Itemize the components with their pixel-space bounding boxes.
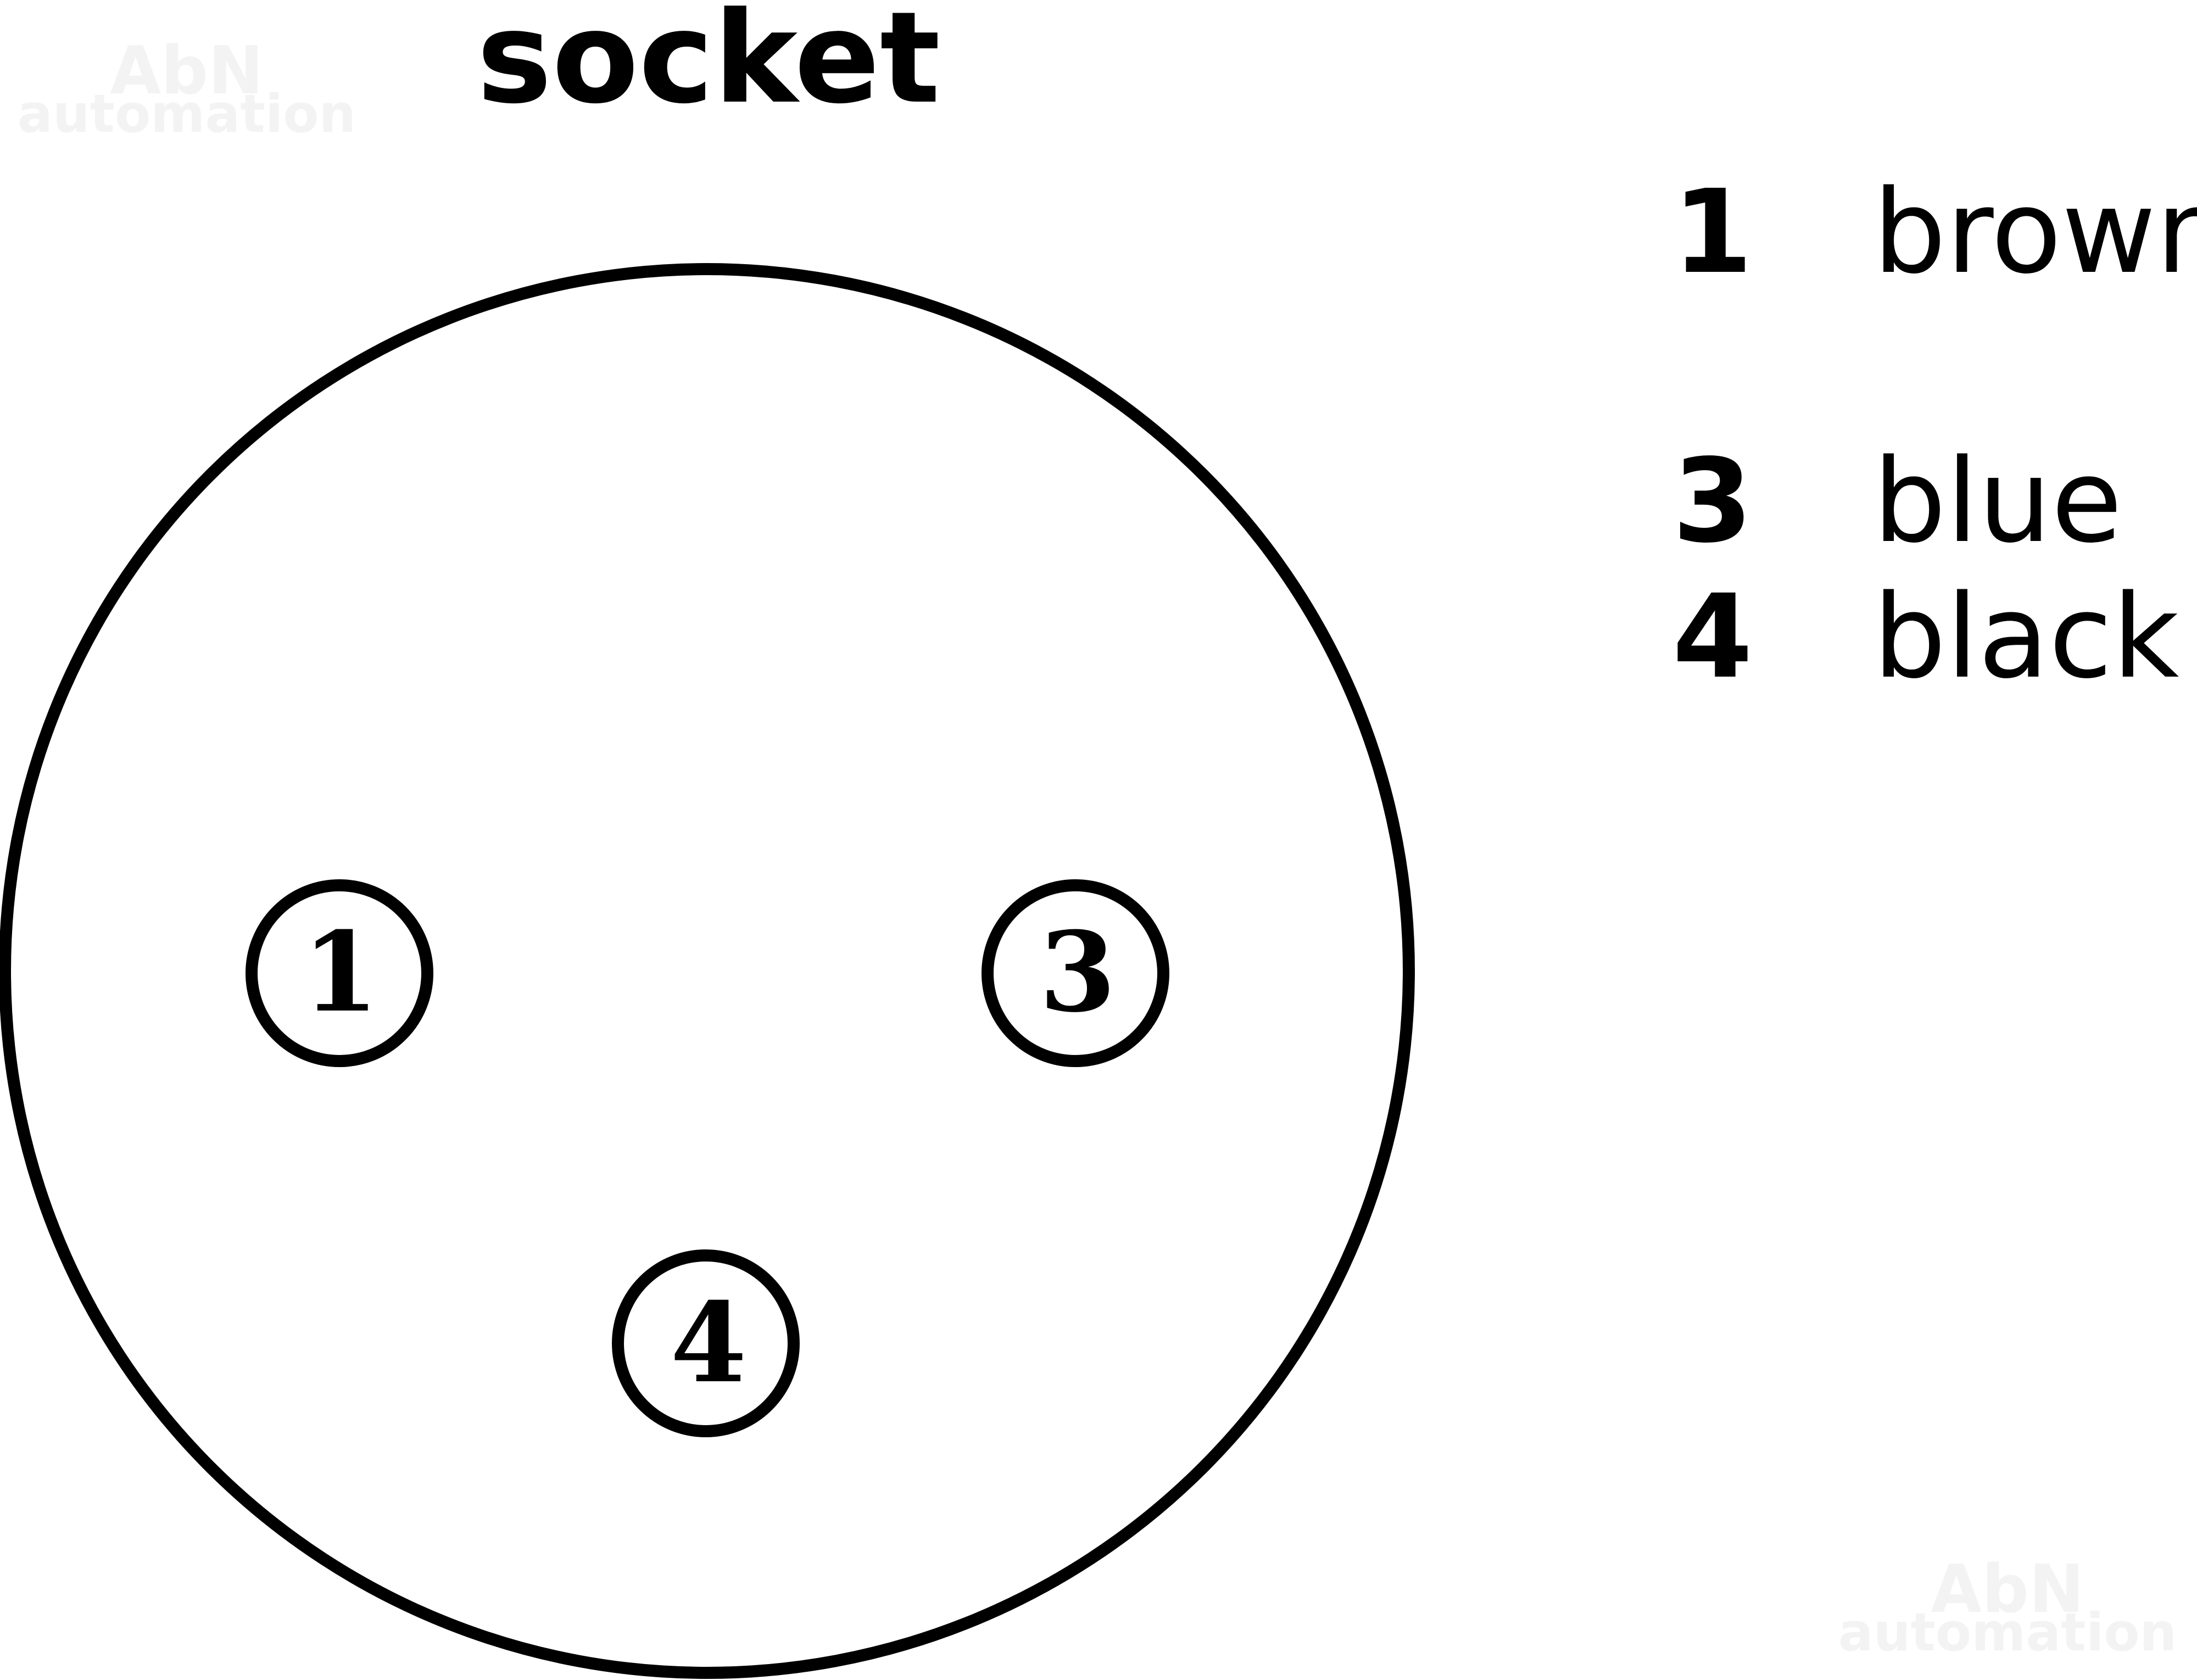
pin-circle (246, 879, 433, 1067)
watermark-line2: automation (18, 84, 356, 144)
legend-wire-color: black (1873, 570, 2179, 704)
legend-row: 3 blue (1672, 434, 2122, 568)
watermark-bottom-right: AbN automation (1838, 1551, 2177, 1663)
pin-1: 1 (246, 879, 433, 1067)
pin-4: 4 (612, 1249, 800, 1437)
legend-wire-color: blue (1873, 434, 2122, 568)
wire-color-legend: 1 brown 3 blue 4 black (1672, 165, 2197, 704)
watermark-line2: automation (1838, 1603, 2177, 1663)
legend-row: 4 black (1672, 570, 2179, 704)
legend-pin-number: 4 (1672, 570, 1753, 704)
diagram-title: socket (477, 0, 940, 132)
pin-3: 3 (982, 879, 1169, 1067)
legend-wire-color: brown (1873, 165, 2197, 299)
watermark-line1: AbN (110, 33, 263, 109)
pin-number: 4 (670, 1279, 746, 1408)
legend-pin-number: 3 (1672, 434, 1753, 568)
pin-number: 3 (1039, 908, 1116, 1037)
watermark-line1: AbN (1931, 1551, 2084, 1628)
legend-pin-number: 1 (1672, 165, 1753, 299)
pin-circle (982, 879, 1169, 1067)
watermark-top-left: AbN automation (18, 33, 356, 144)
legend-row: 1 brown (1672, 165, 2197, 299)
socket-outline (0, 263, 1415, 1679)
pin-number: 1 (302, 908, 378, 1037)
pin-circle (612, 1249, 800, 1437)
